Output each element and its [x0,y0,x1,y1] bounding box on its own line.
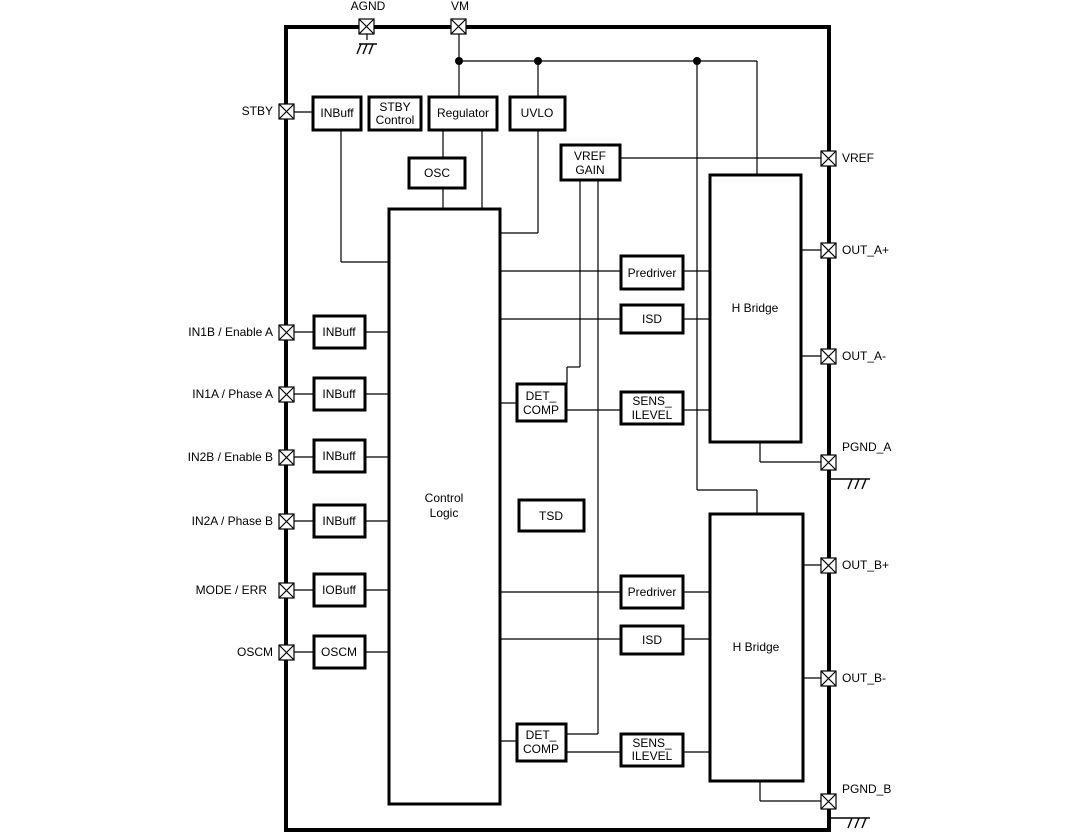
uvlo-label: UVLO [521,106,554,120]
sens-a-label-1: SENS_ [632,394,672,408]
pad-icon-in1a [278,386,295,403]
control-logic-block [387,207,502,806]
pin-label-out-a-minus: OUT_A- [842,349,886,363]
pad-icon-mode [278,582,295,599]
isd-b-block [619,624,685,656]
vref-gain-label-1: VREF [574,149,606,163]
sens-a-block [619,390,685,426]
det-comp-b-label-2: COMP [523,742,559,756]
oscm-block [312,634,367,670]
predriver-a-label: Predriver [628,266,677,280]
h-bridge-b-label: H Bridge [733,640,780,654]
pad-icon-in1b [278,324,295,341]
pin-label-vm: VM [451,0,469,13]
pad-icon-agnd [358,18,375,35]
det-comp-b-label-1: DET_ [526,728,557,742]
pin-label-pgnd-b: PGND_B [842,782,891,796]
inbuff-2-label: INBuff [322,387,356,401]
oscm-block-label: OSCM [321,645,357,659]
pad-icon-vref [820,150,837,167]
pad-icon-stby [278,103,295,120]
det-comp-a-label-2: COMP [523,403,559,417]
iobuff-label: IOBuff [322,583,356,597]
pin-label-stby: STBY [242,104,273,118]
pad-icon-pgnd-b [820,793,837,810]
pin-label-mode: MODE / ERR [196,583,268,597]
pad-icon-in2a [278,513,295,530]
inbuff-3-block [312,438,367,474]
regulator-label: Regulator [437,106,489,120]
predriver-b-block [619,574,685,610]
inbuff-3-label: INBuff [322,449,356,463]
pad-icon-vm [450,18,467,35]
stby-control-block [367,95,423,132]
pin-labels: AGND VM STBY IN1B / Enable A IN1A / Phas… [188,0,892,796]
stby-control-label-2: Control [376,113,415,127]
sens-a-label-2: ILEVEL [632,408,673,422]
pad-icon-out-a-minus [820,348,837,365]
isd-a-label: ISD [642,312,662,326]
sens-b-label-2: ILEVEL [632,749,673,763]
tsd-label: TSD [539,509,563,523]
inbuff-stby-block [311,95,363,132]
vref-gain-block [559,143,622,182]
pin-label-in2a: IN2A / Phase B [192,514,273,528]
inbuff-2-block [312,376,367,412]
pin-label-out-b-plus: OUT_B+ [842,558,889,572]
inbuff-4-label: INBuff [322,514,356,528]
pad-icon-out-a-plus [820,242,837,259]
blocks: INBuff STBY Control Regulator UVLO OSC V… [311,95,805,806]
tsd-block [517,498,586,533]
inbuff-4-block [312,503,367,539]
junction-dots [455,57,701,65]
pin-label-in2b: IN2B / Enable B [188,450,273,464]
pin-label-out-b-minus: OUT_B- [842,671,886,685]
h-bridge-a-block [708,173,803,444]
det-comp-b-block [515,722,568,763]
pad-icon-oscm [278,644,295,661]
sens-b-block [619,732,685,768]
pin-label-vref: VREF [842,151,874,165]
predriver-a-block [619,254,685,291]
predriver-b-label: Predriver [628,585,677,599]
inbuff-stby-label: INBuff [320,106,354,120]
osc-label: OSC [424,166,450,180]
h-bridge-a-label: H Bridge [732,301,779,315]
osc-block [407,156,467,190]
pin-pads [278,18,837,810]
pin-label-in1a: IN1A / Phase A [192,387,273,401]
stby-control-label-1: STBY [379,100,410,114]
det-comp-a-label-1: DET_ [526,389,557,403]
wires [294,33,821,802]
pad-icon-pgnd-a [820,454,837,471]
inbuff-1-label: INBuff [322,325,356,339]
vref-gain-label-2: GAIN [575,163,604,177]
pin-label-out-a-plus: OUT_A+ [842,243,889,257]
chip-outline [284,25,831,832]
h-bridge-b-block [708,512,805,783]
pad-icon-out-b-plus [820,557,837,574]
sens-b-label-1: SENS_ [632,736,672,750]
pin-label-pgnd-a: PGND_A [842,440,891,454]
uvlo-block [508,95,567,132]
regulator-block [427,95,499,132]
iobuff-block [312,572,367,608]
isd-b-label: ISD [642,633,662,647]
pin-label-in1b: IN1B / Enable A [188,325,273,339]
isd-a-block [619,303,685,335]
pin-label-oscm: OSCM [237,645,273,659]
pad-icon-out-b-minus [820,670,837,687]
ground-icon [356,43,870,829]
control-logic-label-2: Logic [430,506,459,520]
pin-label-agnd: AGND [351,0,386,13]
inbuff-1-block [312,314,367,350]
pad-icon-in2b [278,449,295,466]
control-logic-label-1: Control [425,491,464,505]
det-comp-a-block [515,382,568,423]
